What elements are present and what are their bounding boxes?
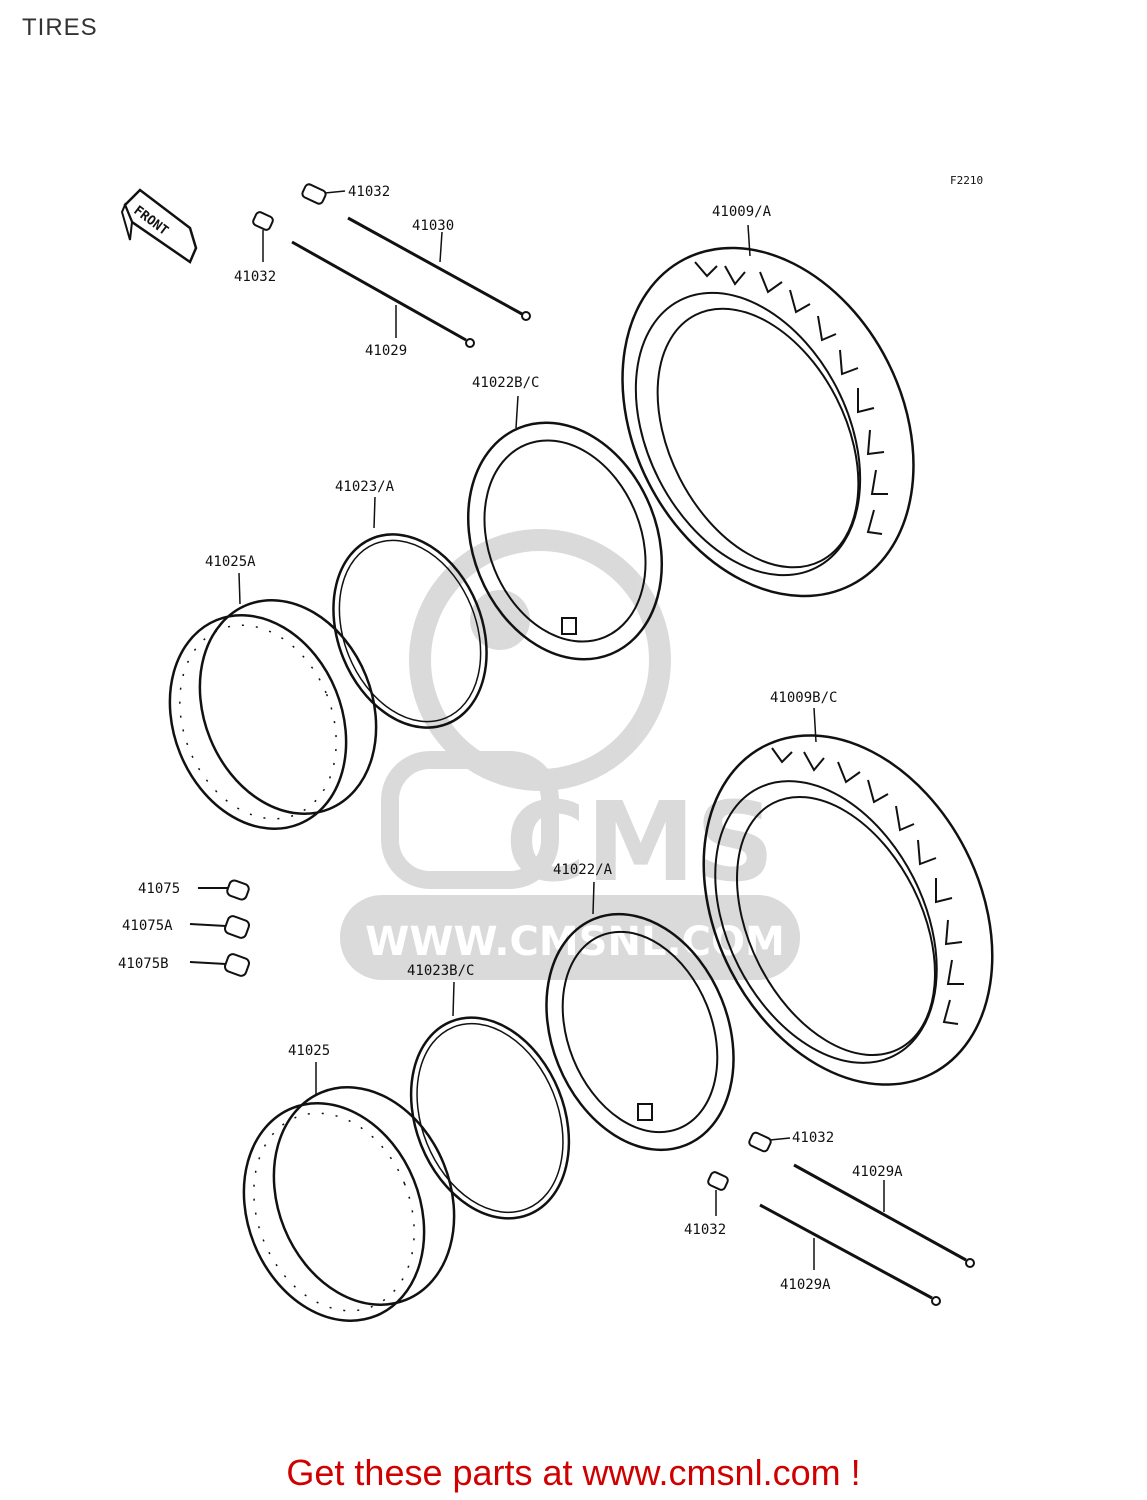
watermark-brand: CMS [505,778,774,906]
rim-band-lower [409,981,571,1220]
balance-weight-2 [189,915,251,939]
rim-lower [242,1062,456,1322]
part-label-41022BC: 41022B/C [472,375,539,391]
spoke-41029A-top [793,1163,975,1268]
part-label-41032-top: 41032 [348,184,390,200]
part-label-41022A: 41022/A [553,862,613,878]
part-label-41029: 41029 [365,343,407,359]
balance-weight-1 [198,879,250,901]
watermark: CMS WWW.CMSNL.COM [340,529,800,980]
rim-upper [168,572,378,830]
tire-lower [702,707,994,1086]
tube-upper [466,395,664,661]
spoke-41030 [347,216,531,321]
part-label-41032-right-bottom: 41032 [684,1222,726,1238]
part-label-41032-right-top: 41032 [792,1130,834,1146]
part-label-41075: 41075 [138,881,180,897]
part-label-41025: 41025 [288,1043,330,1059]
tube-lower [545,881,735,1152]
figure-code: F2210 [950,174,983,187]
valve-nut-right-bottom [707,1171,729,1216]
page-title: TIRES [22,14,98,41]
part-label-41009A: 41009/A [712,204,772,220]
part-label-41029A-bottom: 41029A [780,1277,831,1293]
spoke-41029A-bottom [759,1203,941,1306]
rim-band-upper [332,496,488,729]
valve-nut-left [252,211,274,262]
part-label-41075B: 41075B [118,956,169,972]
front-arrow-icon: FRONT [120,188,198,264]
footer-cta-link[interactable]: Get these parts at www.cmsnl.com ! [286,1452,861,1493]
part-label-41075A: 41075A [122,918,173,934]
part-label-41025A: 41025A [205,554,256,570]
part-label-41029A-top: 41029A [852,1164,903,1180]
valve-nut-top [301,183,346,205]
part-label-41032-left: 41032 [234,269,276,285]
part-label-41023BC: 41023B/C [407,963,474,979]
spoke-41029 [291,240,475,348]
balance-weight-3 [189,953,251,977]
part-label-41009BC: 41009B/C [770,690,837,706]
tire-upper [621,224,915,598]
valve-nut-right-top [748,1131,791,1153]
part-label-41023A: 41023/A [335,479,395,495]
part-label-41030: 41030 [412,218,454,234]
